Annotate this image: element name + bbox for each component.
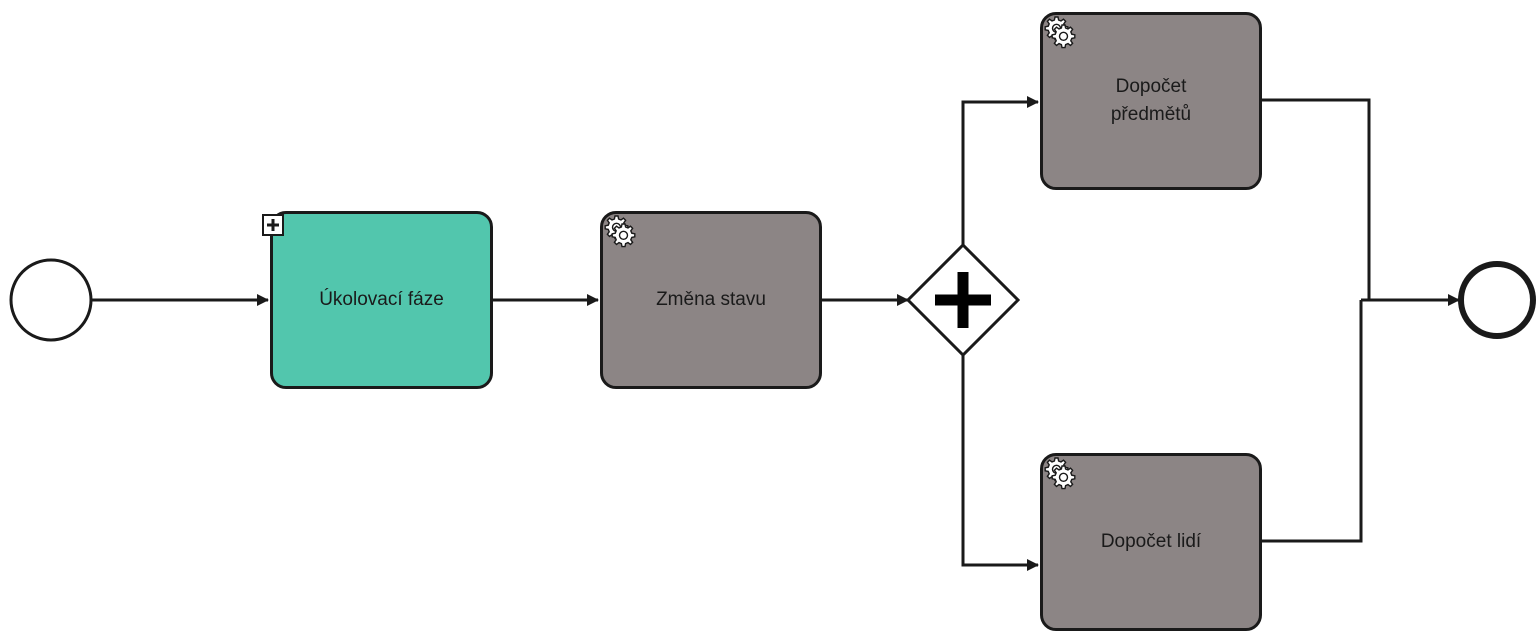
gear-icon <box>1044 16 1076 49</box>
flow-people-to-merge[interactable] <box>1262 300 1363 543</box>
task-label: Dopočet předmětů <box>1110 76 1192 125</box>
flow-subjects-to-merge[interactable] <box>1262 98 1371 300</box>
task-zmena-stavu[interactable]: Změna stavu <box>600 211 822 389</box>
task-dopocet-lidi[interactable]: Dopočet lidí <box>1040 453 1262 631</box>
task-label: Změna stavu <box>656 289 766 310</box>
task-label: Dopočet lidí <box>1100 531 1202 552</box>
task-dopocet-predmetu[interactable]: Dopočet předmětů <box>1040 12 1262 190</box>
task-ukolovaci-faze[interactable]: Úkolovací fáze <box>262 211 493 389</box>
end-event[interactable] <box>1458 261 1536 339</box>
gear-icon <box>1044 457 1076 490</box>
task-label: Úkolovací fáze <box>319 289 444 310</box>
start-event[interactable] <box>9 258 93 342</box>
flow-gateway-to-people[interactable] <box>961 355 1039 571</box>
parallel-gateway[interactable] <box>905 242 1021 358</box>
expand-plus-icon[interactable] <box>262 214 284 236</box>
flow-gateway-to-subjects[interactable] <box>961 96 1039 245</box>
plus-icon <box>935 272 991 328</box>
gear-icon <box>604 215 636 248</box>
